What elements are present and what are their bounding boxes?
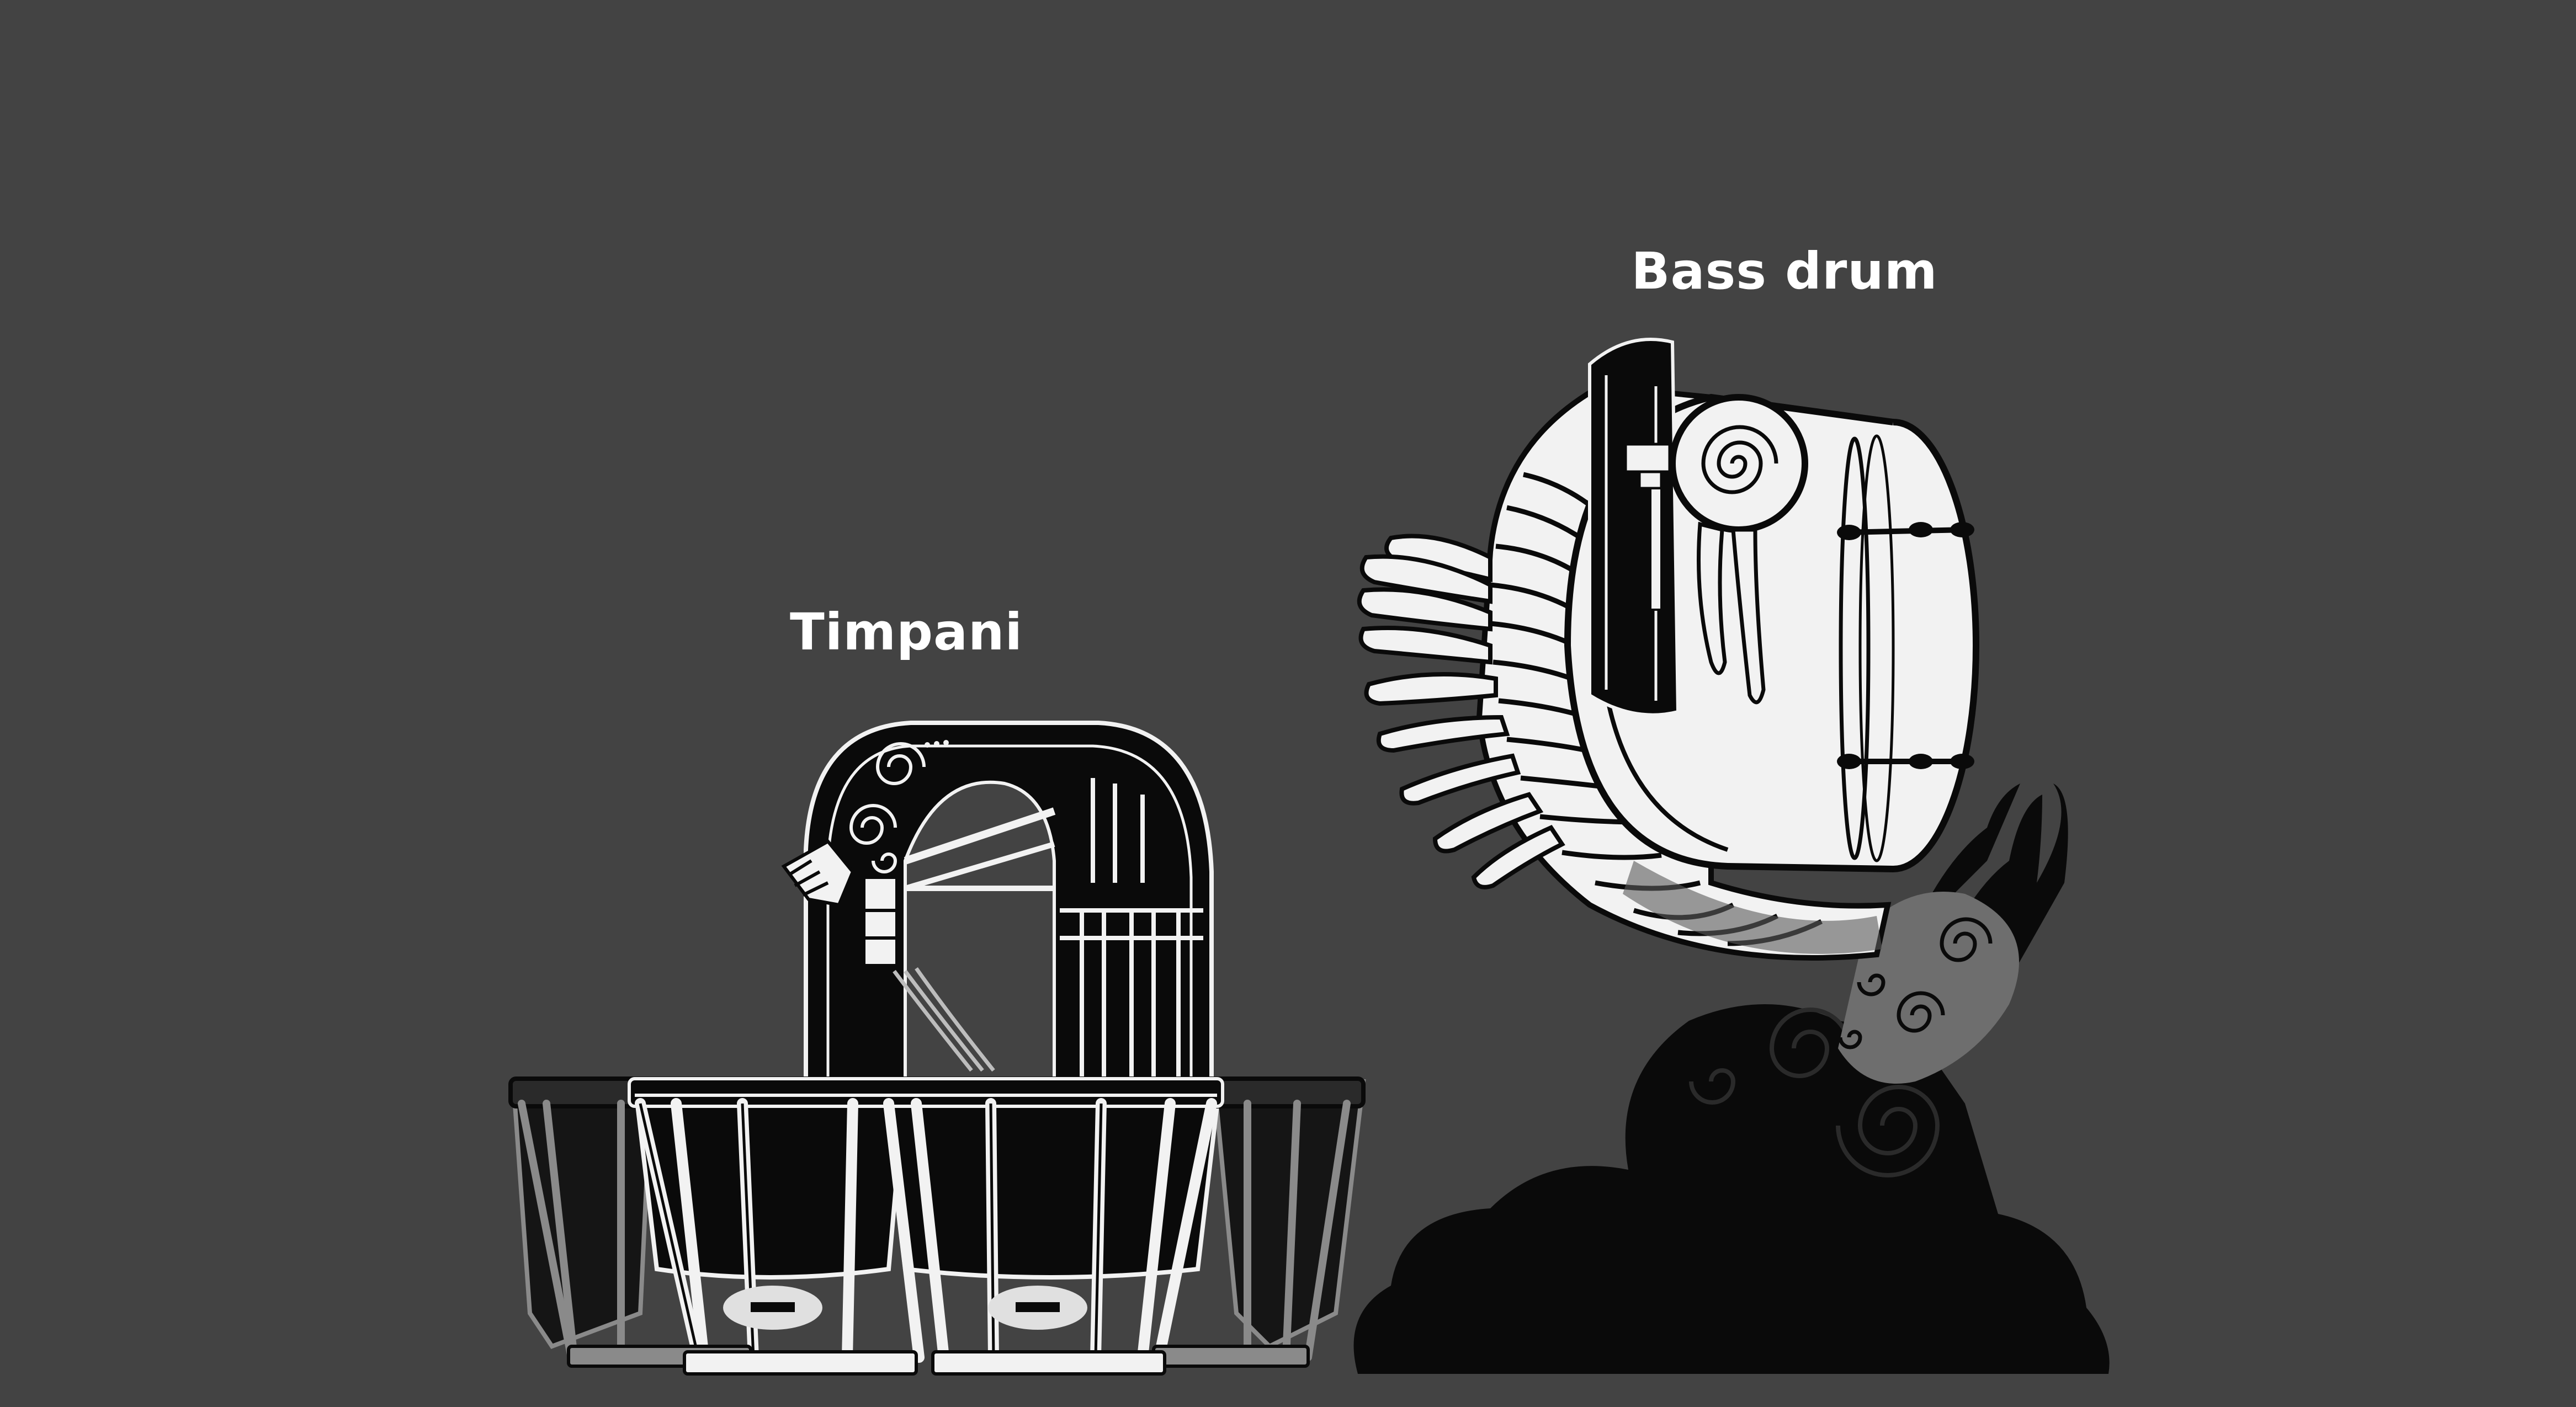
bass-drum-mask [1588, 338, 1680, 717]
timpani-tail [893, 967, 995, 1072]
bass-drum-fins [1357, 534, 1565, 889]
timpani-label: Timpani [789, 603, 1023, 662]
bass-drum-creature[interactable] [1353, 338, 2110, 1374]
bass-drum-nautilus-eye [1669, 394, 1808, 705]
timpani-claw [781, 839, 899, 967]
bass-drum-cloud-base [1353, 1004, 2110, 1374]
bass-drum-spiral-column [1838, 892, 2019, 1084]
timpani-arch [804, 721, 1214, 1084]
timpani-creature[interactable] [508, 721, 1366, 1376]
bass-drum-label: Bass drum [1631, 242, 1938, 301]
timpani-kettles [508, 1076, 1366, 1376]
